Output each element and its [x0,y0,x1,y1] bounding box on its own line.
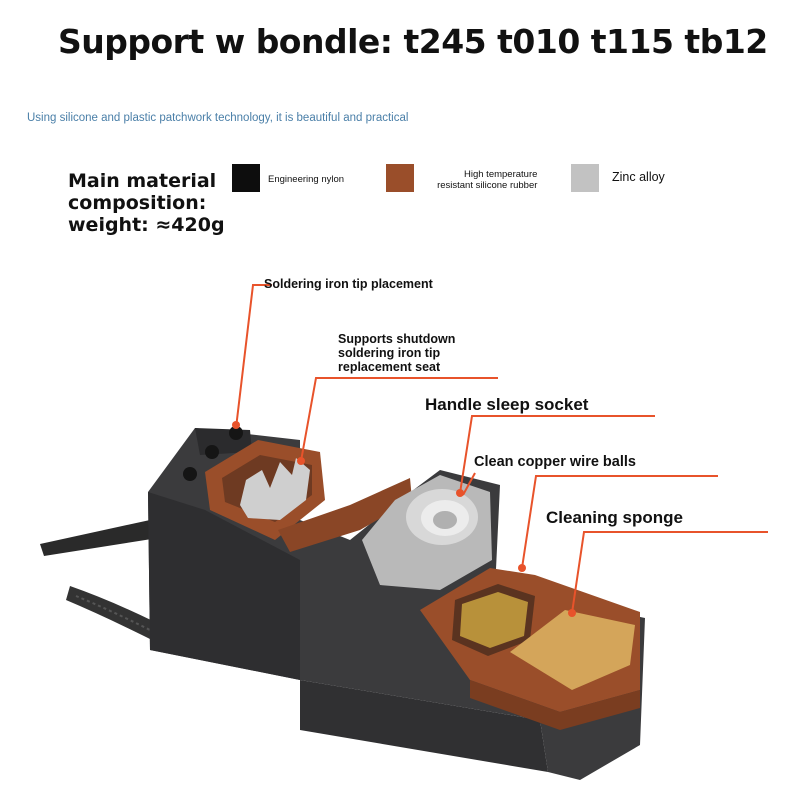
callout-shutdown-line3: replacement seat [338,360,441,374]
label-silicone-line1: High temperature [464,169,538,180]
swatch-zinc [571,164,599,192]
callout-tip-placement: Soldering iron tip placement [264,277,433,291]
callout-copper-balls: Clean copper wire balls [474,454,636,470]
callout-dots [232,421,576,617]
tip-holder [205,440,412,552]
callout-shutdown-line1: Supports shutdown [338,332,456,346]
spec-line-material: Main material [68,170,217,192]
label-silicone-line2: resistant silicone rubber [437,180,538,191]
swatch-nylon [232,164,260,192]
callout-shutdown-seat: Supports shutdown soldering iron tip rep… [338,332,455,374]
cable-icon [40,520,158,640]
spec-block: Main material composition: weight: ≈420g [68,170,225,236]
sleep-socket [362,475,492,590]
label-silicone: High temperature resistant silicone rubb… [430,169,537,191]
label-nylon: Engineering nylon [268,174,345,185]
spec-line-composition: composition: [68,192,207,214]
cleaning-tray [420,568,640,730]
swatch-silicone [386,164,414,192]
callout-cleaning-sponge: Cleaning sponge [546,508,683,527]
callout-lines [235,284,768,614]
spec-line-weight: weight: ≈420g [68,214,225,236]
callout-shutdown-line2: soldering iron tip [338,346,441,360]
subtitle: Using silicone and plastic patchwork tec… [27,112,409,124]
callout-sleep-socket: Handle sleep socket [425,395,589,414]
label-zinc: Zinc alloy [612,170,665,184]
page-title: Support w bondle: t245 t010 t115 tb12 [58,22,768,61]
